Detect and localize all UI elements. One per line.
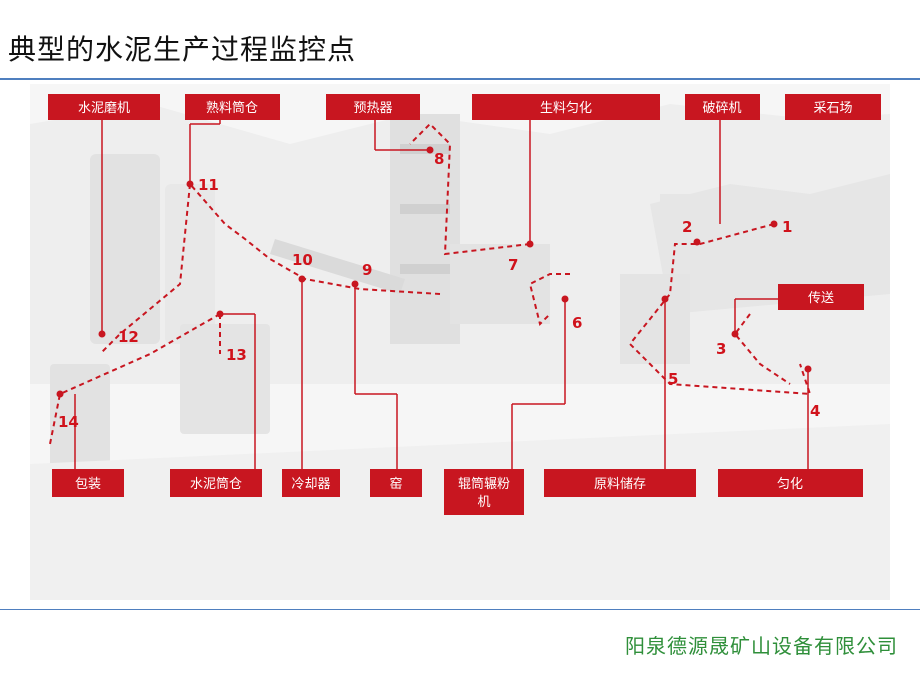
header-divider	[0, 78, 920, 80]
point-11-number: 11	[198, 176, 219, 194]
raw-storage-building	[620, 274, 690, 364]
monitor-dot	[216, 310, 224, 318]
label-preheater: 预热器	[353, 101, 392, 116]
label-roller-mill-line1: 辊筒辗粉	[458, 476, 510, 492]
point-5-number: 5	[668, 370, 678, 388]
label-box	[326, 94, 420, 120]
point-4-number: 4	[810, 402, 820, 420]
point-12-number: 12	[118, 328, 139, 346]
tower-floor	[400, 264, 450, 274]
label-box	[718, 469, 863, 497]
label-box	[48, 94, 160, 120]
monitor-dot	[731, 330, 739, 338]
point-6-number: 6	[572, 314, 582, 332]
label-box	[444, 469, 524, 515]
point-9-number: 9	[362, 261, 372, 279]
label-box	[282, 469, 340, 497]
point-14-number: 14	[58, 413, 79, 431]
label-box	[785, 94, 881, 120]
cement-mill-building	[90, 154, 160, 344]
point-3-number: 3	[716, 340, 726, 358]
monitor-dot	[98, 330, 106, 338]
footer-divider	[0, 609, 920, 610]
tower-floor	[400, 204, 450, 214]
cement-process-diagram: 1 2 3 4 5 6 7 8 9 10 11 12 13 14 水泥磨机 熟料…	[30, 84, 890, 600]
monitor-dots	[56, 146, 812, 398]
monitor-dot	[661, 295, 669, 303]
company-name: 阳泉德源晟矿山设备有限公司	[625, 634, 898, 658]
monitor-dot	[526, 240, 534, 248]
point-7-number: 7	[508, 256, 518, 274]
monitor-dot	[56, 390, 64, 398]
crusher-building	[660, 194, 720, 244]
point-10-number: 10	[292, 251, 313, 269]
label-kiln: 窑	[389, 476, 402, 492]
page-title: 典型的水泥生产过程监控点	[8, 33, 357, 66]
point-1-number: 1	[782, 218, 792, 236]
label-box	[370, 469, 422, 497]
label-box	[544, 469, 696, 497]
label-box	[52, 469, 124, 497]
label-box	[170, 469, 262, 497]
tower-floor	[400, 144, 450, 154]
label-clinker-silo: 熟料筒仓	[206, 100, 258, 116]
label-homogenize: 匀化	[777, 477, 803, 492]
label-roller-mill-line2: 机	[477, 495, 490, 510]
label-box	[185, 94, 280, 120]
point-13-number: 13	[226, 346, 247, 364]
point-8-number: 8	[434, 150, 444, 168]
monitor-dot	[351, 280, 359, 288]
point-2-number: 2	[682, 218, 692, 236]
label-raw-homogenize: 生料匀化	[540, 101, 592, 116]
label-box	[472, 94, 660, 120]
label-cement-mill: 水泥磨机	[78, 101, 130, 116]
monitor-dot	[426, 146, 434, 154]
label-box	[685, 94, 760, 120]
monitor-dot	[804, 365, 812, 373]
process-flow-line	[49, 122, 812, 445]
label-quarry: 采石场	[813, 101, 852, 116]
monitor-dot	[561, 295, 569, 303]
label-crusher: 破碎机	[702, 101, 741, 116]
cement-silo-building	[180, 324, 270, 434]
kiln-tube	[270, 239, 405, 294]
label-raw-storage: 原料储存	[594, 477, 646, 492]
monitor-dot	[693, 238, 701, 246]
label-packing: 包装	[75, 477, 101, 492]
label-cooler: 冷却器	[291, 477, 330, 492]
leader-lines	[74, 108, 809, 469]
monitor-dot	[186, 180, 194, 188]
monitor-dot	[298, 275, 306, 283]
label-box	[778, 284, 864, 310]
label-conveyor: 传送	[808, 291, 834, 306]
clinker-silo-building	[165, 184, 215, 344]
monitor-dot	[770, 220, 778, 228]
raw-mill-building	[450, 244, 550, 324]
label-cement-silo: 水泥筒仓	[190, 476, 242, 492]
